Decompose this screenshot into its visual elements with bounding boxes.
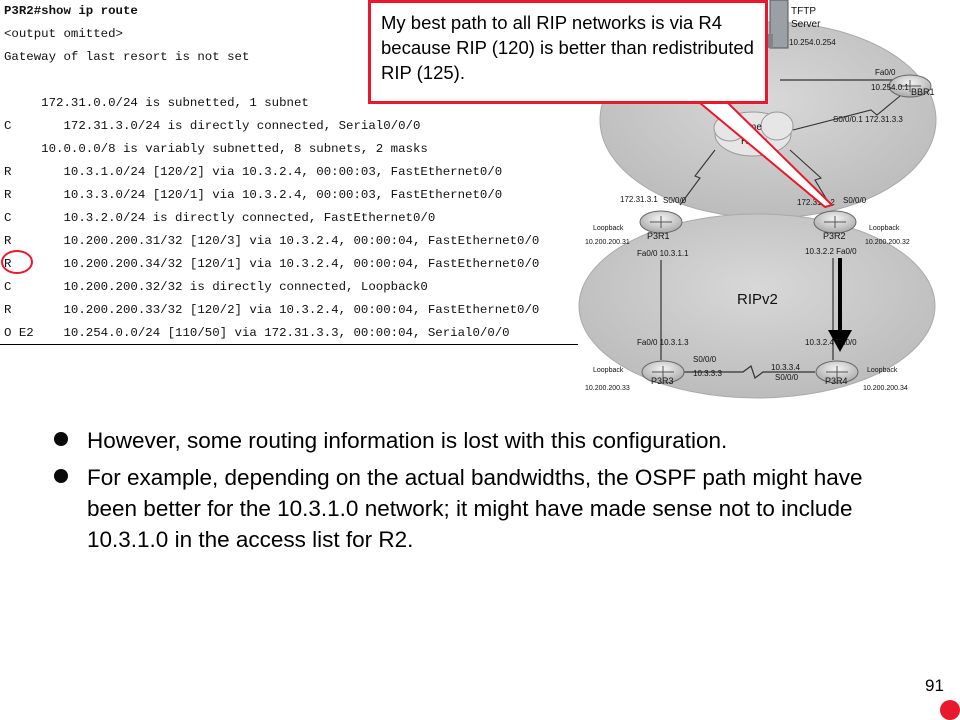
p3r4-label: P3R4 bbox=[825, 376, 848, 386]
p3r4-loopback-ip: 10.200.200.34 bbox=[863, 385, 908, 392]
terminal-line: R 10.200.200.33/32 [120/2] via 10.3.2.4,… bbox=[4, 303, 540, 317]
tftp-title: TFTP bbox=[791, 6, 816, 17]
bullet-item: However, some routing information is los… bbox=[52, 425, 912, 456]
p3r3-label: P3R3 bbox=[651, 376, 674, 386]
p3r2-fa: 10.3.2.2 Fa0/0 bbox=[805, 247, 857, 256]
bbr1-label: BBR1 bbox=[911, 87, 935, 97]
p3r3-loopback: Loopback bbox=[593, 367, 624, 374]
bullet-dot-icon bbox=[54, 432, 68, 446]
p3r1-serial: S0/0/0 bbox=[663, 196, 687, 205]
terminal-line: P3R2#show ip route bbox=[4, 4, 138, 18]
bbr1-serial: S0/0/0.1 172.31.3.3 bbox=[833, 115, 903, 124]
p3r4-serial-ip: 10.3.3.4 bbox=[771, 363, 800, 372]
terminal-line: C 172.31.3.0/24 is directly connected, S… bbox=[4, 119, 421, 133]
page-number: 91 bbox=[925, 676, 944, 695]
ripv2-label: RIPv2 bbox=[737, 291, 778, 308]
p3r2-loopback: Loopback bbox=[869, 225, 900, 232]
terminal-line: 172.31.0.0/24 is subnetted, 1 subnet bbox=[4, 96, 309, 110]
terminal-line: <output omitted> bbox=[4, 27, 123, 41]
highlight-circle bbox=[1, 250, 33, 274]
path-arrow-head bbox=[828, 330, 852, 352]
p3r2-router-icon bbox=[813, 210, 857, 234]
p3r1-router-icon bbox=[639, 210, 683, 234]
bullet-text: However, some routing information is los… bbox=[87, 428, 728, 453]
p3r3-fa: Fa0/0 10.3.1.3 bbox=[637, 338, 689, 347]
terminal-line: Gateway of last resort is not set bbox=[4, 50, 250, 64]
p3r3-serial-ip: 10.3.3.3 bbox=[693, 369, 722, 378]
terminal-line: 10.0.0.0/8 is variably subnetted, 8 subn… bbox=[4, 142, 428, 156]
p3r4-fa: 10.3.2.4 Fa0/0 bbox=[805, 338, 857, 347]
p3r1-label: P3R1 bbox=[647, 231, 670, 241]
p3r4-serial: S0/0/0 bbox=[775, 373, 799, 382]
terminal-line: C 10.3.2.0/24 is directly connected, Fas… bbox=[4, 211, 436, 225]
p3r1-fa: Fa0/0 10.3.1.1 bbox=[637, 249, 689, 258]
p3r1-loopback-ip: 10.200.200.31 bbox=[585, 239, 630, 246]
terminal-line: R 10.200.200.34/32 [120/1] via 10.3.2.4,… bbox=[4, 257, 540, 271]
bullet-list: However, some routing information is los… bbox=[52, 425, 912, 561]
bullet-dot-icon bbox=[54, 469, 68, 483]
frame-relay-label-1: Frame bbox=[733, 122, 762, 133]
terminal-line: C 10.200.200.32/32 is directly connected… bbox=[4, 280, 428, 294]
callout-box: My best path to all RIP networks is via … bbox=[368, 0, 768, 104]
p3r1-serial-ip: 172.31.3.1 bbox=[620, 195, 658, 204]
bullet-text: For example, depending on the actual ban… bbox=[87, 465, 863, 552]
tftp-sub: Server bbox=[791, 19, 821, 30]
p3r2-serial: S0/0/0 bbox=[843, 196, 867, 205]
p3r4-router-icon bbox=[815, 360, 859, 384]
link-p3r3-p3r4-serial bbox=[683, 365, 815, 379]
tftp-ip: 10.254.0.254 bbox=[789, 38, 836, 47]
p3r2-label: P3R2 bbox=[823, 231, 846, 241]
p3r3-loopback-ip: 10.200.200.33 bbox=[585, 385, 630, 392]
p3r3-serial: S0/0/0 bbox=[693, 355, 717, 364]
bullet-item: For example, depending on the actual ban… bbox=[52, 462, 912, 555]
callout-text: My best path to all RIP networks is via … bbox=[381, 12, 754, 83]
p3r3-router-icon bbox=[641, 360, 685, 384]
bbr1-fa: Fa0/0 bbox=[875, 68, 896, 77]
terminal-line: R 10.200.200.31/32 [120/3] via 10.3.2.4,… bbox=[4, 234, 540, 248]
red-dot-icon bbox=[940, 700, 960, 720]
bbr1-ip: 10.254.0.1 bbox=[871, 83, 909, 92]
ripv2-area-ellipse bbox=[578, 213, 936, 399]
p3r4-loopback: Loopback bbox=[867, 367, 898, 374]
terminal-line: R 10.3.1.0/24 [120/2] via 10.3.2.4, 00:0… bbox=[4, 165, 503, 179]
bbr1-router-icon bbox=[888, 74, 932, 98]
frame-relay-label-2: Relay bbox=[741, 136, 767, 147]
p3r2-loopback-ip: 10.200.200.32 bbox=[865, 239, 910, 246]
p3r2-serial-ip: 172.31.3.2 bbox=[797, 198, 835, 207]
terminal-line: O E2 10.254.0.0/24 [110/50] via 172.31.3… bbox=[4, 326, 510, 340]
terminal-line: R 10.3.3.0/24 [120/1] via 10.3.2.4, 00:0… bbox=[4, 188, 503, 202]
p3r1-loopback: Loopback bbox=[593, 225, 624, 232]
tftp-server-icon bbox=[765, 0, 789, 49]
